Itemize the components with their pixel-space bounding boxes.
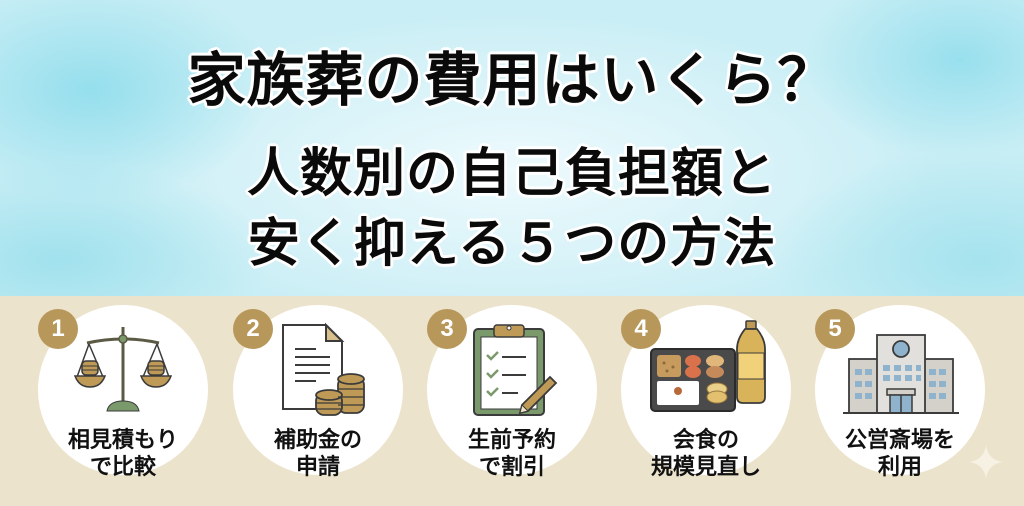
method-label-line2: で割引 xyxy=(478,455,545,480)
method-label-line1: 生前予約 xyxy=(467,428,556,453)
document-coins-icon xyxy=(268,319,368,419)
method-label: 補助金の 申請 xyxy=(213,427,423,481)
step-badge: 5 xyxy=(815,309,855,349)
method-label: 公営斎場を 利用 xyxy=(795,427,1005,481)
step-badge: 4 xyxy=(621,309,661,349)
step-badge: 1 xyxy=(38,309,78,349)
method-label-line1: 相見積もり xyxy=(67,428,178,453)
method-label-line2: で比較 xyxy=(89,455,156,480)
balance-scale-icon xyxy=(73,319,173,419)
method-label: 生前予約 で割引 xyxy=(407,427,617,481)
step-badge: 3 xyxy=(427,309,467,349)
subtitle-line-1: 人数別の自己負担額と xyxy=(246,144,777,204)
step-badge: 2 xyxy=(233,309,273,349)
method-label-line1: 会食の xyxy=(672,428,739,453)
main-title: 家族葬の費用はいくら？ xyxy=(187,46,837,114)
bento-drink-icon xyxy=(649,319,769,419)
method-item-5: 5 公営斎場を 利用 xyxy=(815,305,985,505)
method-label-line2: 規模見直し xyxy=(650,455,761,480)
method-label-line2: 申請 xyxy=(295,455,340,480)
method-item-2: 2 補助金の 申請 xyxy=(233,305,403,505)
hero-banner: 家族葬の費用はいくら？ 人数別の自己負担額と 安く抑える５つの方法 xyxy=(0,0,1024,296)
method-item-4: 4 会食の 規模見直し xyxy=(621,305,791,505)
public-building-icon xyxy=(843,319,959,419)
method-label-line1: 公営斎場を xyxy=(844,428,955,453)
method-item-1: 1 相見積もり で比較 xyxy=(38,305,208,505)
clipboard-checklist-icon xyxy=(462,319,562,419)
method-item-3: 3 生前予約 で割引 xyxy=(427,305,597,505)
method-label: 会食の 規模見直し xyxy=(601,427,811,481)
sparkle-icon xyxy=(969,445,1003,479)
method-label: 相見積もり で比較 xyxy=(18,427,228,481)
method-label-line1: 補助金の xyxy=(273,428,362,453)
method-label-line2: 利用 xyxy=(877,455,922,480)
subtitle-line-2: 安く抑える５つの方法 xyxy=(247,214,777,274)
